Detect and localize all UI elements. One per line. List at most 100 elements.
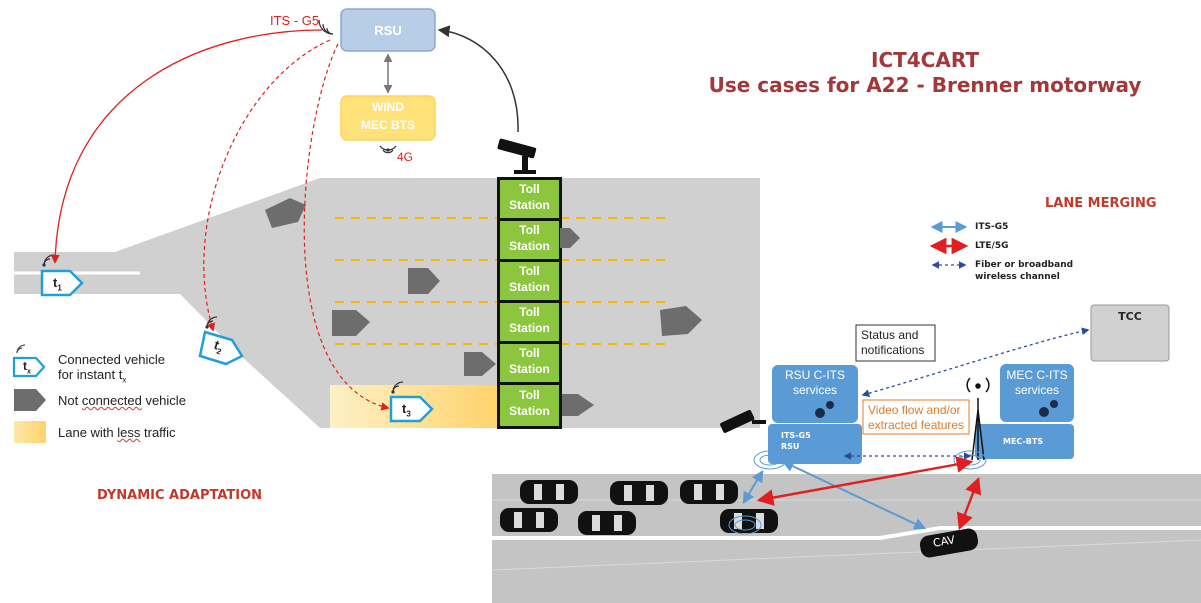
gray-vehicle bbox=[660, 306, 702, 336]
legend-not-connected-rest: vehicle bbox=[141, 393, 186, 408]
mec-bts-box bbox=[975, 424, 1074, 459]
rsu-cits-text: RSU C-ITS services bbox=[772, 368, 858, 398]
car bbox=[578, 511, 636, 535]
vehicle-t3 bbox=[389, 395, 434, 423]
gray-vehicle bbox=[464, 352, 496, 376]
vehicle-t2 bbox=[198, 330, 244, 366]
video-line1: Video flow and/or bbox=[868, 403, 961, 417]
car bbox=[680, 480, 738, 504]
t1-text: t bbox=[53, 275, 58, 290]
gear-icon bbox=[826, 401, 834, 409]
legend-tx-sub: x bbox=[27, 368, 31, 376]
toll-line1: Toll bbox=[519, 346, 540, 360]
legend-not-connected-icon bbox=[14, 389, 46, 411]
toll-line2: Station bbox=[509, 280, 550, 294]
legend-lane-icon bbox=[14, 421, 46, 443]
itsg5-rsu-line1: ITS-G5 bbox=[781, 431, 811, 440]
legend-connected-line1: Connected vehicle bbox=[58, 352, 165, 367]
t1-label: t1 bbox=[53, 275, 62, 293]
mec-cits-line2: services bbox=[1014, 383, 1059, 397]
tcc-label: TCC bbox=[1118, 310, 1142, 323]
wind-mec-bts-box bbox=[340, 95, 436, 141]
gear-icon bbox=[1050, 400, 1058, 408]
gray-vehicle bbox=[562, 394, 594, 416]
legend-lte: LTE/5G bbox=[975, 241, 1009, 251]
wind-line-2: MEC BTS bbox=[361, 118, 415, 132]
gear-icon bbox=[815, 408, 825, 418]
status-line2: notifications bbox=[861, 343, 925, 357]
legend-its-g5: ITS-G5 bbox=[975, 222, 1009, 232]
mec-bts-text: MEC-BTS bbox=[1003, 437, 1044, 446]
legend-fiber: Fiber or broadband wireless channel bbox=[975, 259, 1073, 283]
toll-line2: Station bbox=[509, 404, 550, 418]
legend-connected-line2: for instant tx bbox=[58, 367, 165, 388]
legend-lane-rest: traffic bbox=[140, 425, 176, 440]
rsu-label: RSU bbox=[374, 22, 402, 38]
car bbox=[610, 481, 668, 505]
toll-line2: Station bbox=[509, 198, 550, 212]
legend-connected-line2-sub: x bbox=[122, 375, 127, 385]
legend-tx-text: t bbox=[23, 359, 27, 373]
legend-lane-b: less bbox=[117, 425, 141, 440]
status-notifications-text: Status and notifications bbox=[861, 328, 924, 358]
title-line-1: ICT4CART bbox=[871, 48, 979, 72]
legend-not-connected-b: connected bbox=[81, 393, 142, 408]
lane-dashes bbox=[335, 217, 665, 345]
car bbox=[520, 480, 578, 504]
toll-line1: Toll bbox=[519, 388, 540, 402]
itsg5-rsu-line2: RSU bbox=[781, 442, 800, 451]
toll-line1: Toll bbox=[519, 223, 540, 237]
mec-cits-line1: MEC C-ITS bbox=[1006, 368, 1068, 382]
legend-not-connected-a: Not bbox=[58, 393, 82, 408]
gray-vehicle bbox=[265, 198, 306, 228]
legend-connected-icon bbox=[12, 356, 46, 378]
mec-cits-text: MEC C-ITS services bbox=[1000, 368, 1074, 398]
legend-fiber-line2: wireless channel bbox=[975, 272, 1060, 282]
camera-icon-right bbox=[720, 409, 766, 433]
rsu-cits-line2: services bbox=[792, 383, 837, 397]
wind-mec-bts-label: WIND MEC BTS bbox=[341, 98, 435, 134]
video-flow-text: Video flow and/or extracted features bbox=[868, 403, 964, 433]
toll-line1: Toll bbox=[519, 182, 540, 196]
cav-car bbox=[919, 528, 979, 558]
rsu-cits-box bbox=[772, 365, 858, 423]
video-line2: extracted features bbox=[868, 418, 965, 432]
video-flow-box bbox=[862, 399, 970, 435]
title-line-2: Use cases for A22 - Brenner motorway bbox=[708, 73, 1142, 97]
gray-vehicle bbox=[560, 228, 580, 248]
legend-not-connected-text: Not connected vehicle bbox=[58, 393, 186, 408]
legend-lane-text: Lane with less traffic bbox=[58, 425, 176, 440]
rsu-box bbox=[340, 8, 436, 52]
t1-sub: 1 bbox=[57, 283, 62, 293]
cars bbox=[500, 480, 979, 558]
legend-tx-label: tx bbox=[23, 359, 31, 375]
vehicle-t1 bbox=[40, 269, 84, 297]
section-dynamic-adaptation: DYNAMIC ADAPTATION bbox=[97, 488, 263, 503]
itsg5-rsu-box bbox=[768, 424, 862, 464]
4g-signal-icon bbox=[379, 145, 397, 154]
camera-icon bbox=[497, 138, 537, 174]
t3-sub: 3 bbox=[406, 409, 411, 419]
gray-vehicle bbox=[332, 310, 370, 336]
t3-label: t3 bbox=[402, 401, 411, 419]
connected-vehicles bbox=[40, 269, 434, 423]
gear-icon bbox=[1039, 407, 1049, 417]
gray-vehicle bbox=[408, 268, 440, 294]
legend-fiber-line1: Fiber or broadband bbox=[975, 260, 1074, 270]
its-g5-label: ITS - G5 bbox=[270, 13, 320, 28]
gear-icons bbox=[815, 400, 1058, 418]
legend-connected-line2-text: for instant t bbox=[58, 367, 123, 382]
toll-line2: Station bbox=[509, 239, 550, 253]
4g-label: 4G bbox=[397, 150, 414, 164]
left-legend bbox=[12, 344, 46, 443]
toll-line1: Toll bbox=[519, 264, 540, 278]
right-legend bbox=[929, 221, 969, 269]
toll-line2: Station bbox=[509, 321, 550, 335]
section-lane-merging: LANE MERGING bbox=[1045, 196, 1157, 211]
page-title: ICT4CART Use cases for A22 - Brenner mot… bbox=[650, 48, 1200, 98]
